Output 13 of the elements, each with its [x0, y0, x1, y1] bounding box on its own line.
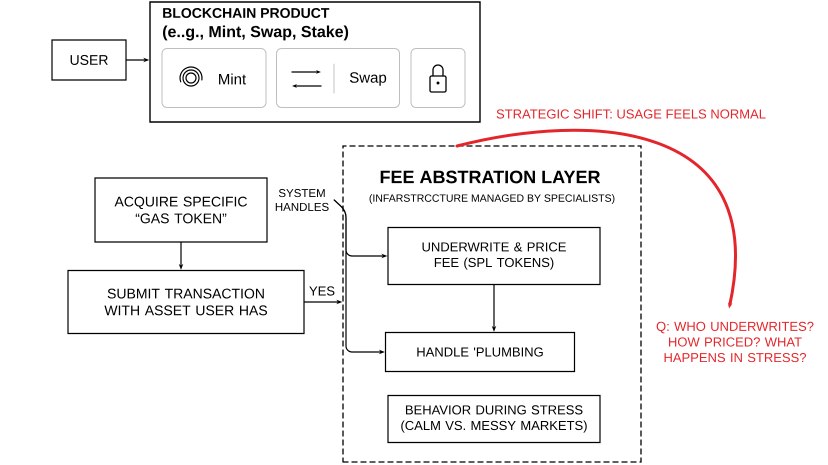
process-box: SUBMIT TRANSACTION WITH ASSET USER HAS	[67, 270, 305, 334]
edge-label: YES	[309, 286, 334, 296]
user-box: USER	[51, 39, 127, 81]
process-box: HANDLE 'PLUMBING	[384, 332, 576, 372]
process-box: ACQUIRE SPECIFIC “GAS TOKEN”	[94, 177, 268, 243]
swap-card: Swap	[276, 48, 400, 108]
question-text: Q: WHO UNDERWRITES? HOW PRICED? WHAT HAPPENS IN STRESS?	[656, 322, 814, 362]
process-box: BEHAVIOR DURING STRESS (CALM VS. MESSY MARKETS)	[387, 394, 601, 444]
process-box: UNDERWRITE & PRICE FEE (SPL TOKENS)	[387, 226, 601, 286]
lock-card	[410, 48, 466, 108]
mint-card: Mint	[162, 48, 266, 108]
system-handles-text: SYSTEM HANDLES	[276, 189, 329, 211]
edge-label: STRATEGIC SHIFT: USAGE FEELS NORMAL	[496, 109, 766, 119]
